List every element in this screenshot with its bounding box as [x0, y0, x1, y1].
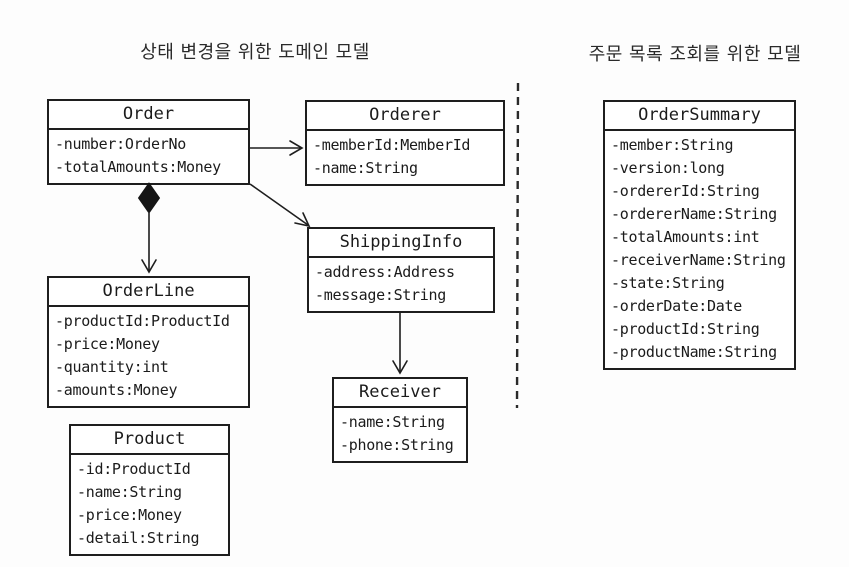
class-attribute: -ordererId:String: [611, 182, 760, 200]
association-arrow-order-orderer: [250, 140, 304, 156]
class-attribute: -price:Money: [55, 335, 160, 353]
attribute-list: -name:String -phone:String: [334, 408, 466, 461]
class-attribute: -amounts:Money: [55, 381, 178, 399]
composition-diamond-icon: [137, 182, 161, 214]
attribute-list: -memberId:MemberId -name:String: [307, 131, 503, 184]
class-box-shippinginfo: ShippingInfo -address:Address -message:S…: [307, 227, 495, 313]
class-name: OrderLine: [49, 278, 248, 307]
class-attribute: -id:ProductId: [77, 460, 191, 478]
left-section-title: 상태 변경을 위한 도메인 모델: [140, 42, 370, 63]
attribute-list: -member:String -version:long -ordererId:…: [605, 131, 794, 368]
class-attribute: -name:String: [313, 159, 418, 177]
class-attribute: -number:OrderNo: [55, 135, 186, 153]
attribute-list: -address:Address -message:String: [309, 258, 493, 311]
class-box-product: Product -id:ProductId -name:String -pric…: [69, 424, 230, 556]
section-divider-dashed: [515, 82, 520, 409]
association-arrow-shippinginfo-receiver: [392, 311, 408, 375]
class-attribute: -receiverName:String: [611, 251, 786, 269]
class-attribute: -orderDate:Date: [611, 297, 742, 315]
class-box-ordersummary: OrderSummary -member:String -version:lon…: [603, 100, 796, 370]
class-attribute: -totalAmounts:Money: [55, 158, 221, 176]
class-box-order: Order -number:OrderNo -totalAmounts:Mone…: [47, 99, 250, 185]
class-box-receiver: Receiver -name:String -phone:String: [332, 377, 468, 463]
class-attribute: -productId:String: [611, 320, 760, 338]
class-attribute: -message:String: [315, 286, 446, 304]
class-attribute: -totalAmounts:int: [611, 228, 760, 246]
class-name: Order: [49, 101, 248, 130]
association-arrow-order-shippinginfo: [249, 183, 311, 228]
class-name: Product: [71, 426, 228, 455]
class-attribute: -name:String: [77, 483, 182, 501]
class-attribute: -price:Money: [77, 506, 182, 524]
class-attribute: -state:String: [611, 274, 725, 292]
class-name: Receiver: [334, 379, 466, 408]
class-attribute: -quantity:int: [55, 358, 169, 376]
class-attribute: -detail:String: [77, 529, 200, 547]
class-name: ShippingInfo: [309, 229, 493, 258]
class-name: OrderSummary: [605, 102, 794, 131]
class-attribute: -ordererName:String: [611, 205, 777, 223]
class-box-orderline: OrderLine -productId:ProductId -price:Mo…: [47, 276, 250, 408]
attribute-list: -number:OrderNo -totalAmounts:Money: [49, 130, 248, 183]
class-name: Orderer: [307, 102, 503, 131]
class-box-orderer: Orderer -memberId:MemberId -name:String: [305, 100, 505, 186]
class-attribute: -name:String: [340, 413, 445, 431]
class-attribute: -memberId:MemberId: [313, 136, 471, 154]
class-attribute: -version:long: [611, 159, 725, 177]
class-attribute: -productId:ProductId: [55, 312, 230, 330]
class-attribute: -member:String: [611, 136, 734, 154]
attribute-list: -productId:ProductId -price:Money -quant…: [49, 307, 248, 406]
class-attribute: -address:Address: [315, 263, 455, 281]
right-section-title: 주문 목록 조회를 위한 모델: [588, 44, 802, 65]
class-attribute: -productName:String: [611, 343, 777, 361]
composition-arrow-order-orderline: [137, 182, 161, 274]
class-attribute: -phone:String: [340, 436, 454, 454]
attribute-list: -id:ProductId -name:String -price:Money …: [71, 455, 228, 554]
